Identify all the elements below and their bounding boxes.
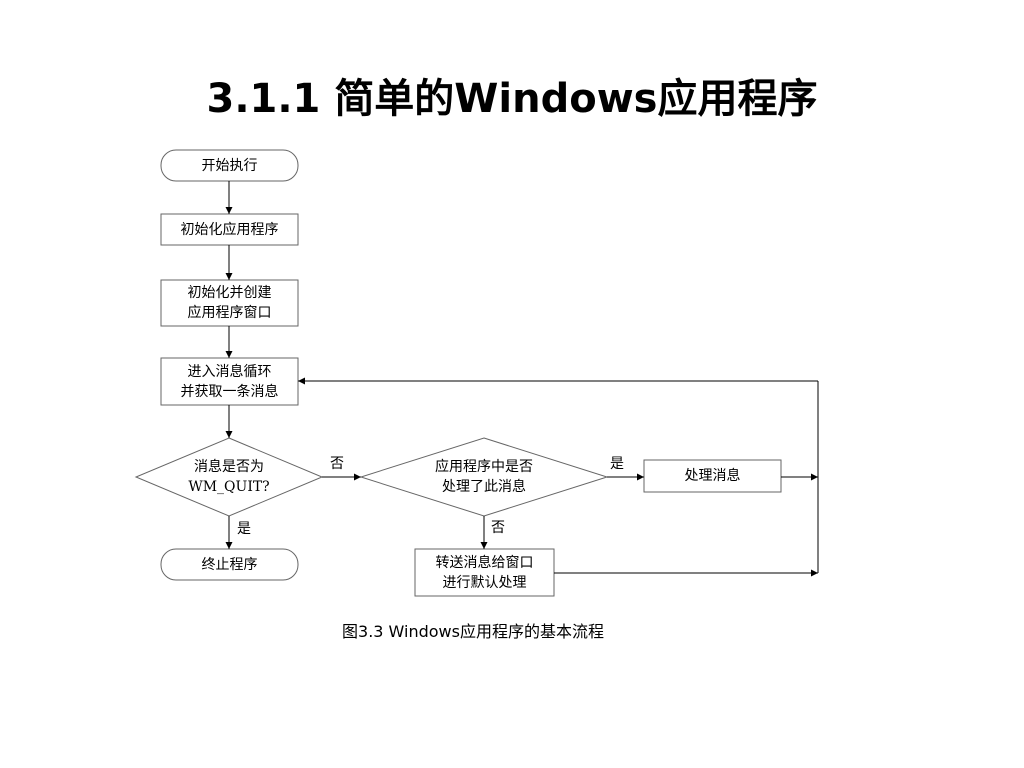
process-msg-box-shape [643, 459, 782, 493]
forward-default-box-shape [414, 548, 555, 597]
figure-caption: 图3.3 Windows应用程序的基本流程 [342, 622, 604, 641]
edge-label-quit-yes: 是 [237, 521, 251, 537]
app-handles-decision: 应用程序中是否 处理了此消息 [435, 459, 533, 495]
edge-label-quit-no: 否 [330, 456, 344, 472]
message-loop-node: 进入消息循环 并获取一条消息 [180, 363, 279, 400]
process-msg-node: 处理消息 [684, 468, 741, 484]
start-node: 开始执行 [201, 157, 258, 174]
init-app-node: 初始化应用程序 [180, 221, 279, 238]
edge-label-handled-no: 否 [491, 520, 505, 536]
forward-default-node: 转送消息给窗口 进行默认处理 [435, 554, 534, 591]
edge-label-handled-yes: 是 [610, 456, 624, 472]
page-title: 3.1.1 简单的Windows应用程序 [206, 76, 818, 122]
is-quit-decision: 消息是否为 WM_QUIT? [188, 459, 270, 495]
terminate-node: 终止程序 [201, 556, 258, 573]
init-window-box-shape [160, 279, 299, 327]
init-window-node: 初始化并创建 应用程序窗口 [187, 285, 272, 321]
